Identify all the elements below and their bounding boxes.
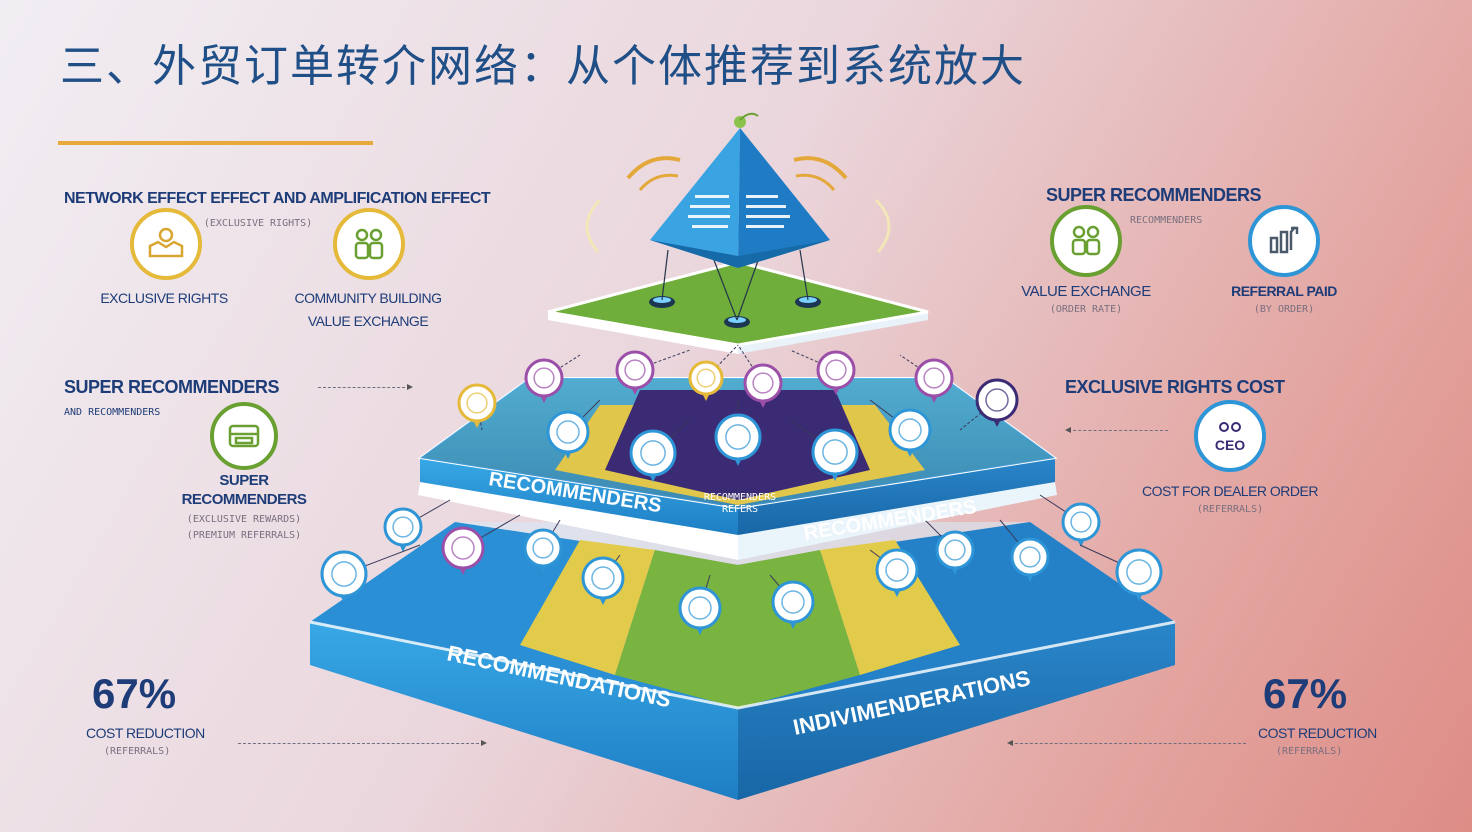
left-arrow-top xyxy=(318,384,413,390)
right-stat-value: 67% xyxy=(1263,670,1348,717)
pin-badge xyxy=(678,574,722,635)
right-heading-sub: RECOMMENDERS xyxy=(1130,215,1203,226)
pin-badge xyxy=(581,554,625,605)
referral-paid-sub: (BY ORDER) xyxy=(1253,304,1315,315)
cost-dealer-order-label: COST FOR DEALER ORDER xyxy=(1142,483,1318,499)
cost-dealer-order-sub: (REFERRALS) xyxy=(1196,504,1264,515)
pyramid-apex xyxy=(585,112,891,321)
value-exchange-icon xyxy=(1050,205,1122,277)
right-stat-label: COST REDUCTION xyxy=(1258,725,1377,741)
pin-badge xyxy=(457,383,497,431)
left-arrow-bottom xyxy=(238,740,487,746)
ceo-icon: CEO xyxy=(1194,400,1266,472)
pin-badge xyxy=(615,349,691,395)
pin-badge xyxy=(688,344,739,401)
community-building-icon xyxy=(333,208,405,280)
pin-badge xyxy=(441,514,521,575)
pin-badge xyxy=(1079,544,1163,601)
pin-badge xyxy=(789,349,856,395)
right-stat-sub: (REFERRALS) xyxy=(1276,746,1343,757)
left-super-sub: AND RECOMMENDERS xyxy=(64,407,161,418)
referral-paid-icon xyxy=(1248,205,1320,277)
left-stat-value: 67% xyxy=(92,670,177,717)
super-recommenders-line2: RECOMMENDERS xyxy=(181,491,307,508)
pin-badge xyxy=(999,519,1050,582)
super-recommenders-sub1: (EXCLUSIVE REWARDS) xyxy=(186,514,302,525)
pin-badge xyxy=(924,519,975,575)
pin-badge xyxy=(383,499,451,552)
super-recommenders-icon xyxy=(210,402,278,470)
pyramid-top-tier xyxy=(547,260,929,354)
left-super-heading: SUPER RECOMMENDERS xyxy=(64,377,280,397)
referral-paid-label: REFERRAL PAID xyxy=(1231,283,1337,299)
referral-pins xyxy=(320,344,1163,635)
tier2-center-label: RECOMMENDERS xyxy=(704,492,776,503)
pyramid-middle-tier xyxy=(417,377,1058,560)
super-recommenders-line1: SUPER xyxy=(219,472,269,489)
pin-badge xyxy=(524,354,581,403)
title-underline xyxy=(58,141,373,145)
pin-badge xyxy=(869,548,919,597)
pin-badge xyxy=(714,400,762,466)
tier2-center-sub: REFERS xyxy=(722,504,758,515)
right-arrow-bottom xyxy=(1007,740,1246,746)
pin-badge xyxy=(629,419,691,482)
right-arrow-top xyxy=(1065,427,1168,433)
super-recommenders-sub2: (PREMIUM REFERRALS) xyxy=(186,530,302,541)
pin-badge xyxy=(1039,494,1101,547)
right-heading: SUPER RECOMMENDERS xyxy=(1046,185,1262,205)
pin-badge xyxy=(523,519,563,573)
exclusive-rights-label: EXCLUSIVE RIGHTS xyxy=(100,290,228,306)
left-stat-sub: (REFERRALS) xyxy=(104,746,171,757)
pin-badge xyxy=(546,399,601,459)
value-exchange-label: VALUE EXCHANGE xyxy=(307,313,429,329)
left-heading-sub: (EXCLUSIVE RIGHTS) xyxy=(203,218,313,229)
pin-badge xyxy=(320,544,421,603)
page-title: 三、外贸订单转介网络：从个体推荐到系统放大 xyxy=(60,41,1026,92)
value-exchange-label-right: VALUE EXCHANGE xyxy=(1021,283,1151,300)
pin-badge xyxy=(959,378,1019,431)
community-building-label: COMMUNITY BUILDING xyxy=(294,290,442,306)
ceo-badge-text: CEO xyxy=(1214,437,1246,453)
right-exclusive-heading: EXCLUSIVE RIGHTS COST xyxy=(1065,377,1285,397)
left-heading: NETWORK EFFECT EFFECT AND AMPLIFICATION … xyxy=(64,190,491,207)
exclusive-rights-icon xyxy=(130,208,202,280)
value-exchange-sub: (ORDER RATE) xyxy=(1049,304,1123,315)
pin-badge xyxy=(769,574,815,629)
pin-badge xyxy=(869,399,932,457)
pin-badge xyxy=(899,354,954,403)
pin-badge xyxy=(737,344,783,408)
pin-badge xyxy=(789,419,859,481)
left-stat-label: COST REDUCTION xyxy=(86,725,205,741)
